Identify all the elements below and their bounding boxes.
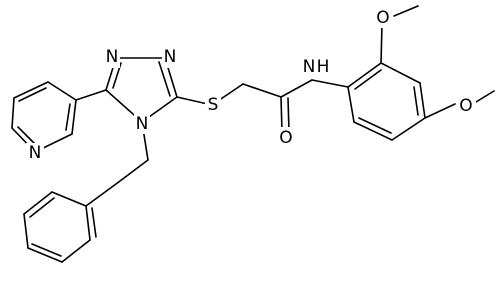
bond-ph-c3-c4	[27, 247, 63, 263]
bond-ph-c6-c1	[51, 191, 87, 207]
thioacetamide-linker	[176, 79, 313, 133]
atom-o-methoxy-right: O	[459, 96, 472, 116]
bond-ar-o-right	[424, 103, 456, 119]
pyridine-ring	[11, 81, 107, 153]
bond-ar-c2-c3	[380, 62, 421, 84]
dimethoxyphenyl-ring	[311, 5, 495, 141]
bond-ar-c3-c4	[419, 82, 426, 119]
bond-ar-c1-c2-double	[354, 69, 382, 90]
bond-co-o-double	[287, 97, 290, 133]
atom-labels: N N N N S O N H O O	[26, 8, 476, 163]
bond-ph-c4-c5	[23, 213, 29, 249]
bond-py-c1-c2	[47, 81, 77, 101]
bond-ar-c5-c6	[353, 121, 393, 141]
atom-n-triazole-4: N	[136, 114, 149, 134]
bond-ch2-co	[242, 83, 282, 98]
label-bg-npy	[26, 143, 44, 163]
bond-ar-c4-c5	[391, 117, 426, 141]
atom-n-triazole-1: N	[106, 47, 119, 67]
bond-n2-c3-double	[158, 61, 171, 97]
label-bg-o	[277, 127, 295, 147]
label-bg-s	[205, 95, 221, 115]
atom-s-thioether: S	[208, 95, 219, 115]
bond-ch2-ch2	[115, 159, 149, 185]
bond-co-nh	[280, 79, 313, 98]
label-bg-n4	[134, 114, 150, 134]
bond-o-me-top	[393, 5, 419, 17]
label-bg-o-right	[456, 96, 476, 116]
bond-nh-ar	[311, 79, 349, 88]
atom-n-pyridine: N	[29, 143, 42, 163]
phenethyl-group	[85, 121, 149, 207]
bond-ar-c6-c1	[347, 86, 355, 123]
bond-ph-c5-c6	[23, 191, 53, 215]
bond-py-c4-n-double	[17, 126, 38, 147]
bond-ph-c2-c3	[61, 239, 91, 263]
bond-ph-c3-c4-double	[31, 243, 62, 257]
label-bg-n1	[104, 48, 120, 68]
bond-ch2-phenyl	[85, 183, 117, 207]
bond-py-c2-c3	[13, 81, 49, 99]
atom-h-amide: H	[317, 57, 330, 77]
bond-ar-c1-c2	[347, 62, 382, 88]
bond-py-c6-c1-double	[65, 103, 71, 131]
bond-ar-c5-c6-double	[358, 117, 392, 134]
label-bg-o-top	[373, 8, 393, 28]
label-bg-n2	[162, 48, 178, 68]
label-bg-nh	[302, 57, 330, 77]
bond-ph-c1-c2-double	[91, 207, 97, 238]
phenyl-ring	[23, 191, 97, 263]
bond-c5-pyridine	[75, 89, 107, 101]
bond-py-c2-c3-double	[18, 87, 47, 102]
bond-ar-c3-c4-double	[413, 86, 419, 116]
atom-nh-amide: N	[303, 57, 316, 77]
atom-o-carbonyl: O	[279, 128, 292, 148]
bond-ph-c5-c6-double	[29, 197, 55, 218]
bond-py-c3-c4	[11, 97, 15, 129]
bond-ar-o-top	[380, 24, 383, 64]
bond-o-me-right	[475, 90, 495, 103]
bond-ph-c1-c2	[85, 205, 91, 241]
bond-py-c6-c1	[71, 99, 77, 135]
atom-n-triazole-2: N	[164, 47, 177, 67]
bond-co-o	[280, 96, 283, 133]
atom-o-methoxy-top: O	[376, 8, 389, 28]
